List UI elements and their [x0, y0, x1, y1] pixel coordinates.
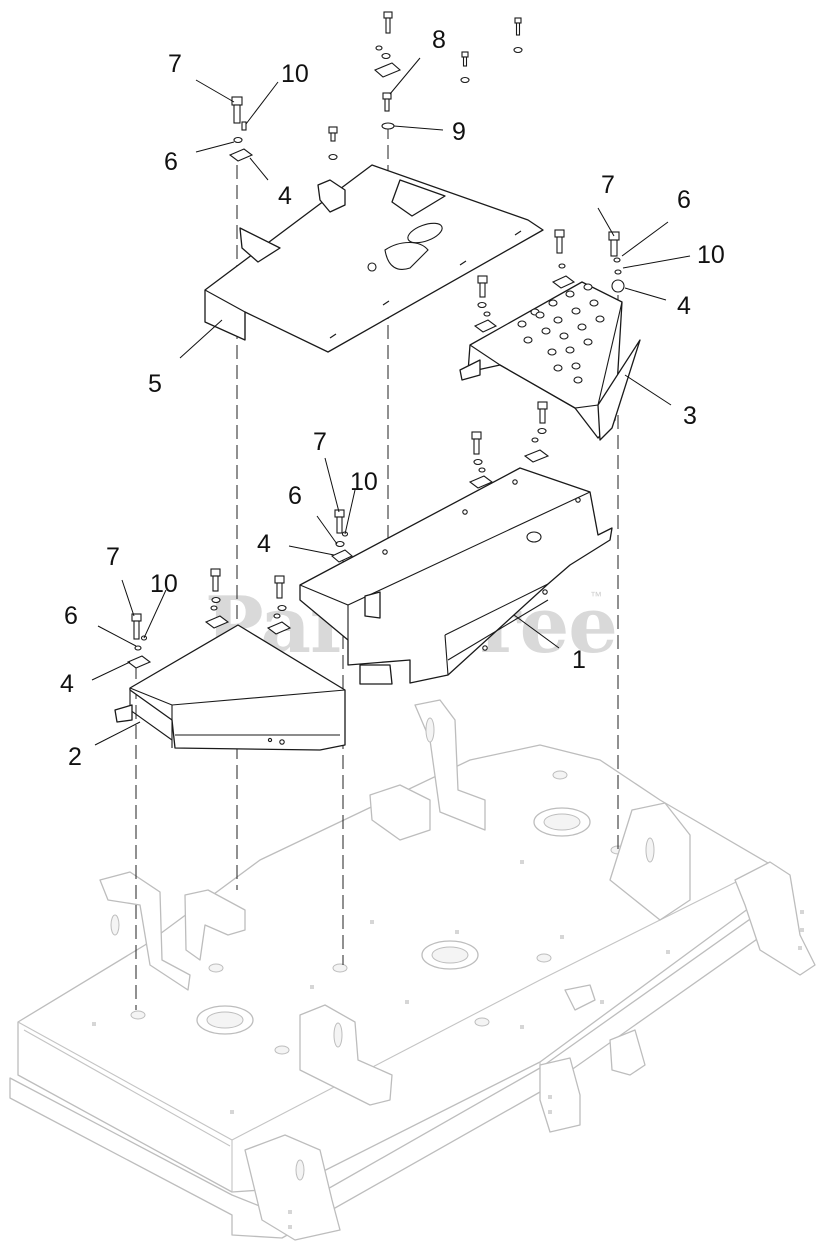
callout-4: 4 [257, 530, 271, 558]
callout-4: 4 [677, 292, 691, 320]
bolt-part1-b [471, 431, 482, 455]
mower-deck [9, 699, 816, 1241]
callout-6: 6 [164, 148, 178, 176]
callout-4: 4 [60, 670, 74, 698]
callout-6: 6 [64, 602, 78, 630]
bolt-7-part1 [334, 509, 345, 534]
bolt-8 [382, 92, 392, 112]
callout-1: 1 [572, 646, 586, 674]
step-plate-holes [517, 283, 605, 384]
leader-lines [91, 57, 691, 746]
bolt-7-plate5 [231, 96, 243, 124]
callout-8: 8 [432, 26, 446, 54]
bolt-top-3 [461, 51, 469, 67]
part-1-tunnel-bracket [299, 467, 613, 685]
bolt-part1-a [537, 401, 548, 424]
callout-10: 10 [697, 241, 725, 269]
callout-9: 9 [452, 118, 466, 146]
bolt-plate3-b [477, 275, 488, 298]
callout-7: 7 [313, 428, 327, 456]
callout-7: 7 [601, 171, 615, 199]
part-2-side-cover [114, 624, 346, 751]
callout-5: 5 [148, 370, 162, 398]
callout-2: 2 [68, 743, 82, 771]
part-5-cover-plate [204, 164, 544, 353]
bolt-top-1 [383, 11, 393, 34]
bolt-plate3-a [554, 229, 565, 254]
callout-10: 10 [150, 570, 178, 598]
callout-3: 3 [683, 402, 697, 430]
fastener-hardware [126, 11, 625, 669]
callout-4: 4 [278, 182, 292, 210]
bolt-part2-a [210, 568, 221, 592]
watermark-trademark: ™ [590, 589, 602, 603]
bolt-plate5-mid [328, 126, 338, 142]
callout-6: 6 [677, 186, 691, 214]
callout-7: 7 [168, 50, 182, 78]
part-3-step-plate [459, 281, 641, 441]
bolt-part2-b [274, 575, 285, 599]
bolt-top-2 [514, 17, 522, 36]
callout-10: 10 [281, 60, 309, 88]
callout-6: 6 [288, 482, 302, 510]
callout-labels: 7 10 6 4 8 9 5 7 6 10 4 3 7 10 6 4 1 7 1… [60, 26, 725, 771]
callout-7: 7 [106, 543, 120, 571]
callout-10: 10 [350, 468, 378, 496]
bolt-7-part2 [131, 613, 142, 640]
